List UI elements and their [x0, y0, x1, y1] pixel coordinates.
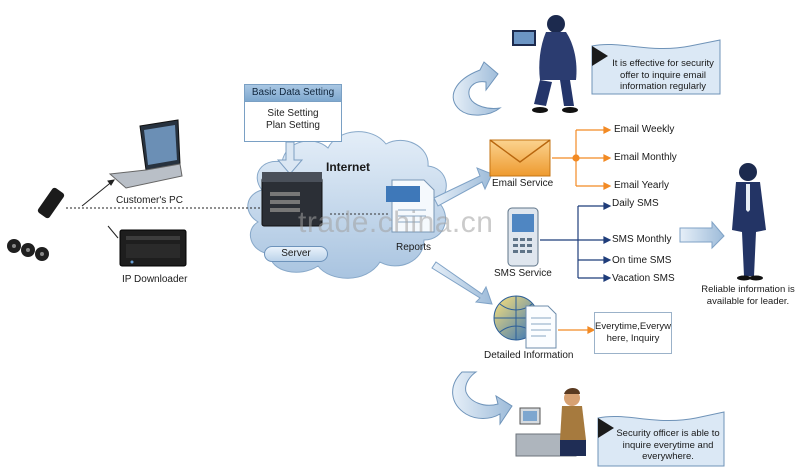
detailed-info-box: Everytime,Everyw here, Inquiry	[594, 312, 672, 354]
down-arrow-icon	[276, 141, 304, 175]
daily-sms-label: Daily SMS	[612, 198, 659, 209]
arrow-to-detailed	[431, 261, 493, 305]
callout-bottom-flag	[597, 411, 725, 467]
vacation-sms-label: Vacation SMS	[612, 273, 675, 284]
usb-device-icon	[37, 187, 65, 219]
callout-bottom-text: Security officer is able to inquire ever…	[612, 428, 724, 463]
email-envelope-icon	[489, 139, 551, 177]
ip-downloader-label: IP Downloader	[122, 274, 188, 285]
curved-arrow-top-icon	[452, 61, 502, 116]
server-icon	[261, 172, 323, 227]
email-branch-lines	[552, 126, 612, 190]
reports-document-icon	[386, 179, 435, 233]
server-label: Server	[264, 246, 328, 262]
customers-pc-label: Customer's PC	[116, 195, 183, 206]
plan-setting-label: Plan Setting	[266, 120, 320, 131]
reports-label: Reports	[396, 242, 432, 253]
sms-branch-lines	[540, 202, 612, 282]
basic-data-setting-title: Basic Data Setting	[245, 85, 341, 102]
callout-bottom-line1: Security officer is able to	[616, 428, 720, 439]
detailed-info-box-line2: here, Inquiry	[606, 333, 660, 344]
email-monthly-label: Email Monthly	[614, 152, 677, 163]
globe-document-icon	[493, 295, 557, 349]
callout-top-line2: offer to inquire email	[620, 69, 706, 81]
callout-top-line1: It is effective for security	[612, 58, 714, 69]
basic-data-setting-box: Basic Data Setting Site Setting Plan Set…	[244, 84, 342, 142]
leader-figure	[732, 163, 766, 281]
callout-top-text: It is effective for security offer to in…	[608, 58, 718, 93]
leader-line1: Reliable information is	[701, 284, 795, 295]
arrow-to-email	[433, 167, 493, 207]
arrow-to-leader	[679, 220, 725, 250]
on-time-sms-label: On time SMS	[612, 255, 672, 266]
callout-bottom-line3: everywhere.	[642, 451, 694, 462]
woman-with-laptop-figure	[512, 15, 578, 113]
sms-monthly-label: SMS Monthly	[612, 234, 672, 245]
site-setting-label: Site Setting	[267, 108, 319, 119]
detailed-info-connector	[558, 326, 596, 334]
callout-top-flag	[591, 39, 721, 95]
mobile-phone-icon	[507, 207, 539, 267]
laptop-icon	[108, 119, 183, 189]
leader-line2: available for leader.	[706, 295, 790, 307]
cloud-title: Internet	[326, 160, 371, 174]
email-yearly-label: Email Yearly	[614, 180, 670, 191]
callout-bottom-line2: inquire everytime and	[622, 439, 714, 451]
sms-service-label: SMS Service	[494, 268, 552, 279]
dongle-icon	[7, 239, 49, 261]
detailed-information-label: Detailed Information	[484, 350, 574, 361]
callout-top-line3: information regularly	[619, 81, 707, 92]
curved-arrow-bottom-icon	[452, 371, 513, 426]
connection-lines-left	[66, 179, 262, 239]
leader-text: Reliable information is available for le…	[700, 284, 796, 307]
detailed-info-box-line1: Everytime,Everyw	[595, 321, 672, 332]
email-service-label: Email Service	[492, 178, 554, 189]
email-weekly-label: Email Weekly	[614, 124, 675, 135]
security-officer-figure	[515, 388, 586, 457]
watermark-text: trade.china.cn	[298, 206, 494, 239]
ip-downloader-device-icon	[119, 229, 187, 267]
